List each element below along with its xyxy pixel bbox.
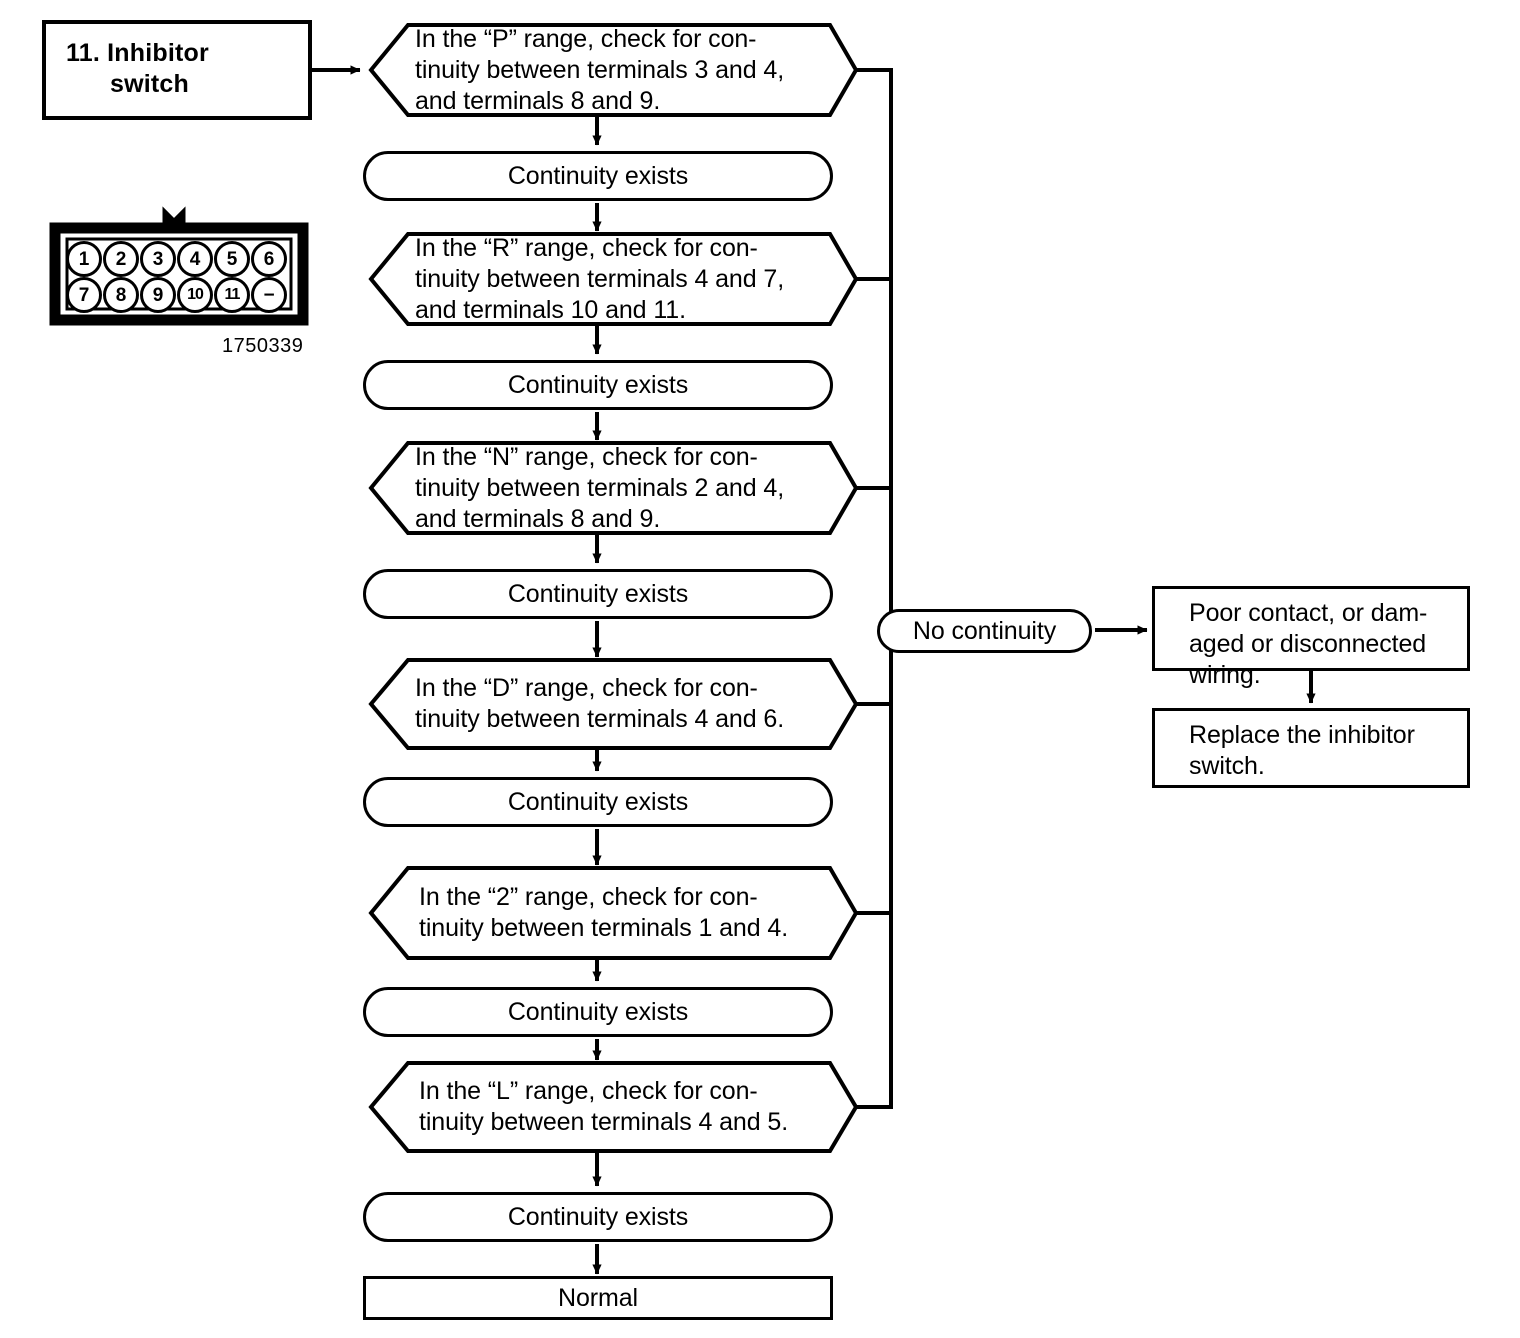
decision-l-line-1: In the “L” range, check for con- xyxy=(419,1077,758,1105)
result-no-continuity: No continuity xyxy=(877,609,1092,653)
decision-d-range: In the “D” range, check for con- tinuity… xyxy=(371,660,856,748)
cause-poor-contact-box: Poor contact, or dam- aged or disconnect… xyxy=(1152,586,1470,689)
title-name-line1: Inhibitor xyxy=(107,39,209,67)
terminal-8: 8 xyxy=(103,277,139,313)
decision-d-line-2: tinuity between terminals 4 and 6. xyxy=(415,705,785,733)
terminal-1: 1 xyxy=(66,241,102,277)
decision-p-line-2: tinuity between terminals 3 and 4, xyxy=(415,56,785,84)
decision-2-line-1: In the “2” range, check for con- xyxy=(419,883,758,911)
terminal-10: 10 xyxy=(177,277,213,313)
result-continuity-exists-n: Continuity exists xyxy=(363,569,833,619)
result-continuity-exists-d: Continuity exists xyxy=(363,777,833,827)
terminal-5: 5 xyxy=(214,241,250,277)
terminal-2: 2 xyxy=(103,241,139,277)
terminal-blank: − xyxy=(251,277,287,313)
connector-part-number: 1750339 xyxy=(222,335,304,357)
title-name-line2: switch xyxy=(110,70,189,98)
final-result-normal: Normal xyxy=(363,1276,833,1320)
decision-r-line-1: In the “R” range, check for con- xyxy=(415,234,758,262)
decision-n-line-1: In the “N” range, check for con- xyxy=(415,443,758,471)
title-number: 11. xyxy=(66,39,100,67)
action-replace-switch-box: Replace the inhibitor switch. xyxy=(1152,708,1470,788)
action-line-2: switch. xyxy=(1189,751,1265,780)
decision-p-range: In the “P” range, check for con- tinuity… xyxy=(371,25,856,115)
result-continuity-exists-r: Continuity exists xyxy=(363,360,833,410)
decision-n-range: In the “N” range, check for con- tinuity… xyxy=(371,443,856,533)
decision-p-line-3: and terminals 8 and 9. xyxy=(415,87,661,115)
result-continuity-exists-2: Continuity exists xyxy=(363,987,833,1037)
decision-n-line-2: tinuity between terminals 2 and 4, xyxy=(415,474,785,502)
no-continuity-bus xyxy=(856,68,931,1109)
terminal-4: 4 xyxy=(177,241,213,277)
result-continuity-exists-p: Continuity exists xyxy=(363,151,833,201)
terminal-6: 6 xyxy=(251,241,287,277)
decision-r-line-3: and terminals 10 and 11. xyxy=(415,296,686,324)
decision-n-line-3: and terminals 8 and 9. xyxy=(415,505,661,533)
terminal-7: 7 xyxy=(66,277,102,313)
decision-r-line-2: tinuity between terminals 4 and 7, xyxy=(415,265,785,293)
decision-r-range: In the “R” range, check for con- tinuity… xyxy=(371,234,856,324)
terminal-9: 9 xyxy=(140,277,176,313)
decision-d-line-1: In the “D” range, check for con- xyxy=(415,674,758,702)
decision-l-line-2: tinuity between terminals 4 and 5. xyxy=(419,1108,789,1136)
title-number-and-name: 11. Inhibitor xyxy=(66,38,209,69)
cause-line-2: aged or disconnected xyxy=(1189,630,1427,658)
title-block: 11. Inhibitor switch xyxy=(42,20,312,120)
terminal-11: 11 xyxy=(214,277,250,313)
decision-l-range: In the “L” range, check for con- tinuity… xyxy=(371,1063,856,1151)
decision-p-line-1: In the “P” range, check for con- xyxy=(415,25,757,53)
decision-2-range: In the “2” range, check for con- tinuity… xyxy=(371,868,856,958)
cause-line-1: Poor contact, or dam- xyxy=(1189,599,1428,627)
terminal-3: 3 xyxy=(140,241,176,277)
result-continuity-exists-l: Continuity exists xyxy=(363,1192,833,1242)
action-line-1: Replace the inhibitor xyxy=(1189,720,1415,749)
decision-2-line-2: tinuity between terminals 1 and 4. xyxy=(419,914,789,942)
cause-line-3: wiring. xyxy=(1189,661,1261,689)
